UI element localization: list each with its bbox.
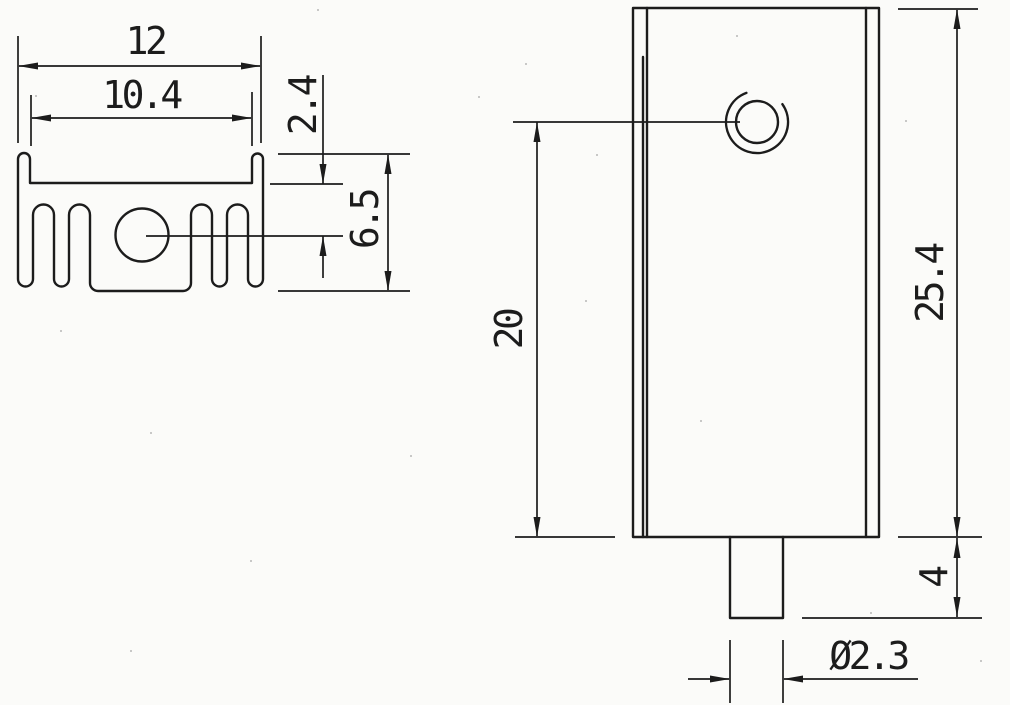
section-view: 12 10.4 2.4 6.5	[16, 19, 410, 293]
body-outline	[631, 6, 881, 539]
dim-overall-width: 12	[17, 19, 262, 143]
dim-inner-width-label: 10.4	[102, 73, 182, 117]
dim-overall-width-label: 12	[126, 19, 165, 63]
section-hole-circle	[114, 207, 170, 263]
arrowhead	[384, 271, 392, 291]
solder-tab-outline	[728, 535, 785, 620]
arrowhead	[319, 164, 327, 184]
arrowhead	[232, 114, 252, 122]
arrowhead	[953, 538, 961, 558]
arrowhead	[533, 517, 541, 537]
arrowhead	[953, 597, 961, 617]
dim-overall-height: 25.4	[898, 8, 982, 538]
arrowhead	[953, 9, 961, 29]
arrowhead	[953, 517, 961, 537]
dim-overall-depth-label: 6.5	[343, 190, 387, 249]
dim-hole-center-height-label: 20	[487, 309, 531, 349]
heatsink-profile-outline	[16, 151, 265, 293]
dim-hole-offset-label: 2.4	[281, 74, 325, 135]
mounting-hole-circle	[734, 99, 780, 145]
mounting-hole-outer-arc	[724, 91, 790, 155]
arrowhead	[319, 236, 327, 256]
front-view: 20 25.4 4 Ø2.3	[487, 6, 982, 703]
dim-tab-diameter-label: Ø2.3	[829, 634, 908, 678]
dim-tab-diameter: Ø2.3	[688, 634, 918, 703]
arrowhead	[241, 62, 261, 70]
arrowhead	[533, 122, 541, 142]
arrowhead	[384, 154, 392, 174]
arrowhead	[710, 675, 730, 683]
dim-inner-width: 10.4	[30, 73, 253, 146]
arrowhead	[18, 62, 38, 70]
arrowhead	[783, 675, 803, 683]
dim-hole-offset: 2.4	[270, 74, 343, 278]
dim-hole-center-height: 20	[487, 122, 615, 538]
dim-overall-depth: 6.5	[278, 153, 410, 292]
arrowhead	[31, 114, 51, 122]
dim-overall-height-label: 25.4	[908, 243, 952, 323]
scan-noise	[35, 9, 982, 662]
dim-tab-length-label: 4	[912, 566, 956, 588]
dim-tab-length: 4	[802, 538, 982, 619]
